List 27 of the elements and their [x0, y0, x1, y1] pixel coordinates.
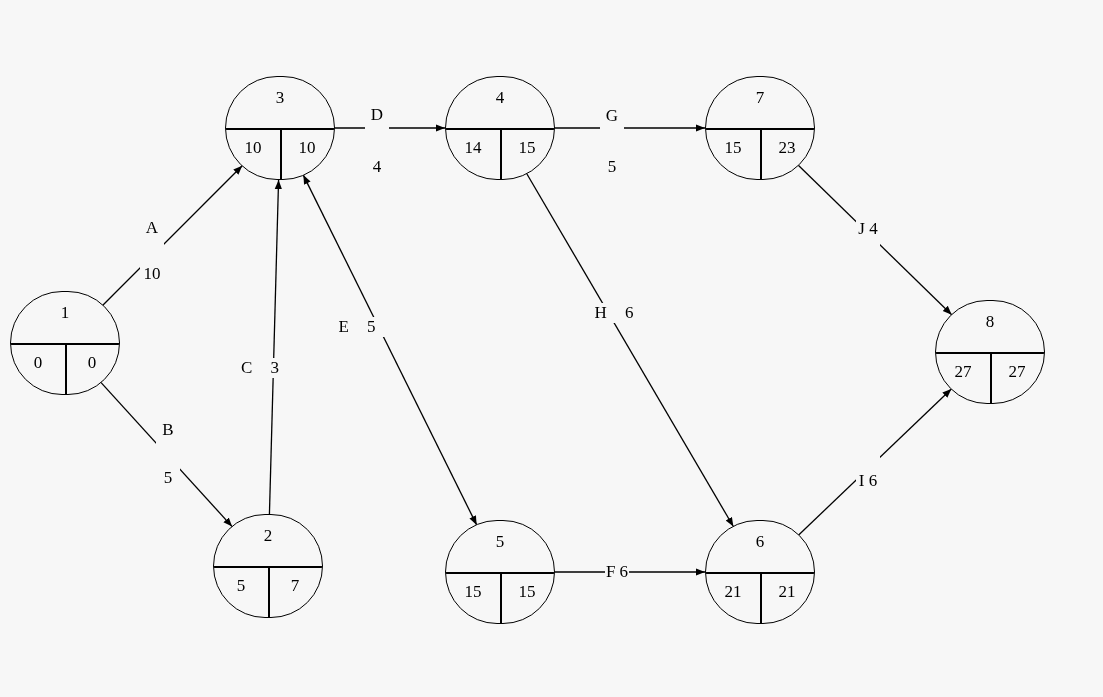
latest-time: 7 [289, 577, 301, 594]
event-number: 3 [274, 89, 286, 106]
latest-time: 15 [517, 139, 537, 156]
latest-time: 27 [1007, 363, 1027, 380]
arrow [526, 172, 734, 528]
earliest-time: 21 [723, 583, 743, 600]
arrow [302, 174, 478, 526]
latest-time: 10 [297, 139, 317, 156]
earliest-time: 15 [723, 139, 743, 156]
latest-time: 23 [777, 139, 797, 156]
earliest-time: 14 [463, 139, 483, 156]
event-number: 2 [262, 527, 274, 544]
latest-time: 15 [517, 583, 537, 600]
earliest-time: 27 [953, 363, 973, 380]
arrow [268, 179, 282, 515]
event-number: 5 [494, 533, 506, 550]
event-number: 7 [754, 89, 766, 106]
latest-time: 21 [777, 583, 797, 600]
earliest-time: 15 [463, 583, 483, 600]
event-number: 8 [984, 313, 996, 330]
event-number: 4 [494, 89, 506, 106]
earliest-time: 0 [32, 354, 44, 371]
earliest-time: 10 [243, 139, 263, 156]
earliest-time: 5 [235, 577, 247, 594]
event-number: 6 [754, 533, 766, 550]
event-number: 1 [59, 304, 71, 321]
latest-time: 0 [86, 354, 98, 371]
